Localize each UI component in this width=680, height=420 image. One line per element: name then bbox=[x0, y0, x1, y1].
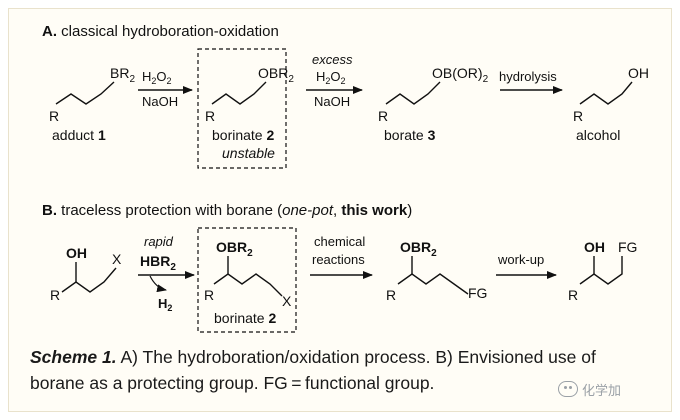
borate-3-structure: OB(OR)2 R borate 3 bbox=[378, 65, 489, 143]
product2-r-group: R bbox=[568, 287, 578, 303]
reaction-scheme: A. classical hydroboration-oxidation BR2… bbox=[42, 23, 649, 333]
borate-r-group: R bbox=[378, 108, 388, 124]
arrow-a1-reagent: H2O2 bbox=[142, 69, 172, 86]
wechat-icon bbox=[558, 381, 578, 397]
borinate-b-box bbox=[197, 227, 297, 333]
arrow-a2-reagent: H2O2 bbox=[316, 69, 346, 86]
section-a-heading: A. classical hydroboration-oxidation bbox=[42, 23, 279, 40]
borinate-b-x: X bbox=[282, 293, 292, 309]
arrow-b2-line1: chemical bbox=[314, 234, 365, 249]
start-x: X bbox=[112, 251, 122, 267]
borinate-a-label: borinate 2 bbox=[212, 127, 274, 143]
borate-label: borate 3 bbox=[384, 127, 436, 143]
watermark-text: 化学加 bbox=[582, 383, 622, 399]
alcohol-r-group: R bbox=[573, 108, 583, 124]
watermark: 化学加 bbox=[558, 378, 664, 400]
arrow-a2-excess: excess bbox=[312, 52, 353, 67]
deprotected-product-structure: OH FG R bbox=[568, 239, 637, 303]
borinate-a-group: OBR2 bbox=[258, 65, 294, 85]
scheme-caption: Scheme 1. A) The hydroboration/oxidation… bbox=[30, 344, 650, 396]
borinate-a-note: unstable bbox=[222, 145, 275, 161]
borinate-a-box bbox=[197, 48, 287, 169]
arrow-a3-label: hydrolysis bbox=[499, 69, 557, 84]
arrow-a2: excess H2O2 NaOH bbox=[306, 52, 363, 109]
product1-fg: FG bbox=[468, 285, 487, 301]
product1-r-group: R bbox=[386, 287, 396, 303]
arrow-b3: work-up bbox=[496, 252, 557, 279]
product2-oh: OH bbox=[584, 239, 605, 255]
borinate-b-structure: OBR2 X R borinate 2 bbox=[204, 239, 292, 326]
adduct-r-group: R bbox=[49, 108, 59, 124]
adduct-1-structure: BR2 R adduct 1 bbox=[49, 65, 135, 143]
start-alcohol-structure: OH X R bbox=[50, 245, 122, 303]
adduct-label: adduct 1 bbox=[52, 127, 106, 143]
borinate-b-r-group: R bbox=[204, 287, 214, 303]
borinate-b-group: OBR2 bbox=[216, 239, 253, 259]
product1-group: OBR2 bbox=[400, 239, 437, 259]
caption-text: A) The hydroboration/oxidation process. … bbox=[30, 347, 596, 393]
arrow-b1-reagent: HBR2 bbox=[140, 253, 176, 273]
arrow-a1-base: NaOH bbox=[142, 94, 178, 109]
section-b-heading: B. traceless protection with borane (one… bbox=[42, 202, 412, 219]
arrow-a2-base: NaOH bbox=[314, 94, 350, 109]
caption-title: Scheme 1. bbox=[30, 347, 117, 367]
arrow-b1-rapid: rapid bbox=[144, 234, 174, 249]
alcohol-structure: OH R alcohol bbox=[573, 65, 649, 143]
arrow-b2-line2: reactions bbox=[312, 252, 365, 267]
borate-group: OB(OR)2 bbox=[432, 65, 489, 85]
arrow-b1: rapid HBR2 H2 bbox=[138, 234, 195, 313]
alcohol-oh: OH bbox=[628, 65, 649, 81]
product2-fg: FG bbox=[618, 239, 637, 255]
arrow-a1: H2O2 NaOH bbox=[138, 69, 193, 109]
start-r-group: R bbox=[50, 287, 60, 303]
borinate-a-structure: OBR2 R borinate 2 unstable bbox=[205, 65, 294, 161]
arrow-b1-byproduct: H2 bbox=[158, 296, 172, 313]
arrow-a3: hydrolysis bbox=[499, 69, 563, 94]
borinate-b-label: borinate 2 bbox=[214, 310, 276, 326]
arrow-b3-label: work-up bbox=[497, 252, 544, 267]
arrow-b2: chemical reactions bbox=[310, 234, 373, 279]
borinate-a-r-group: R bbox=[205, 108, 215, 124]
adduct-boron-group: BR2 bbox=[110, 65, 135, 85]
figure-panel bbox=[8, 8, 672, 412]
start-oh: OH bbox=[66, 245, 87, 261]
alcohol-label: alcohol bbox=[576, 127, 620, 143]
protected-product-structure: OBR2 FG R bbox=[386, 239, 487, 303]
